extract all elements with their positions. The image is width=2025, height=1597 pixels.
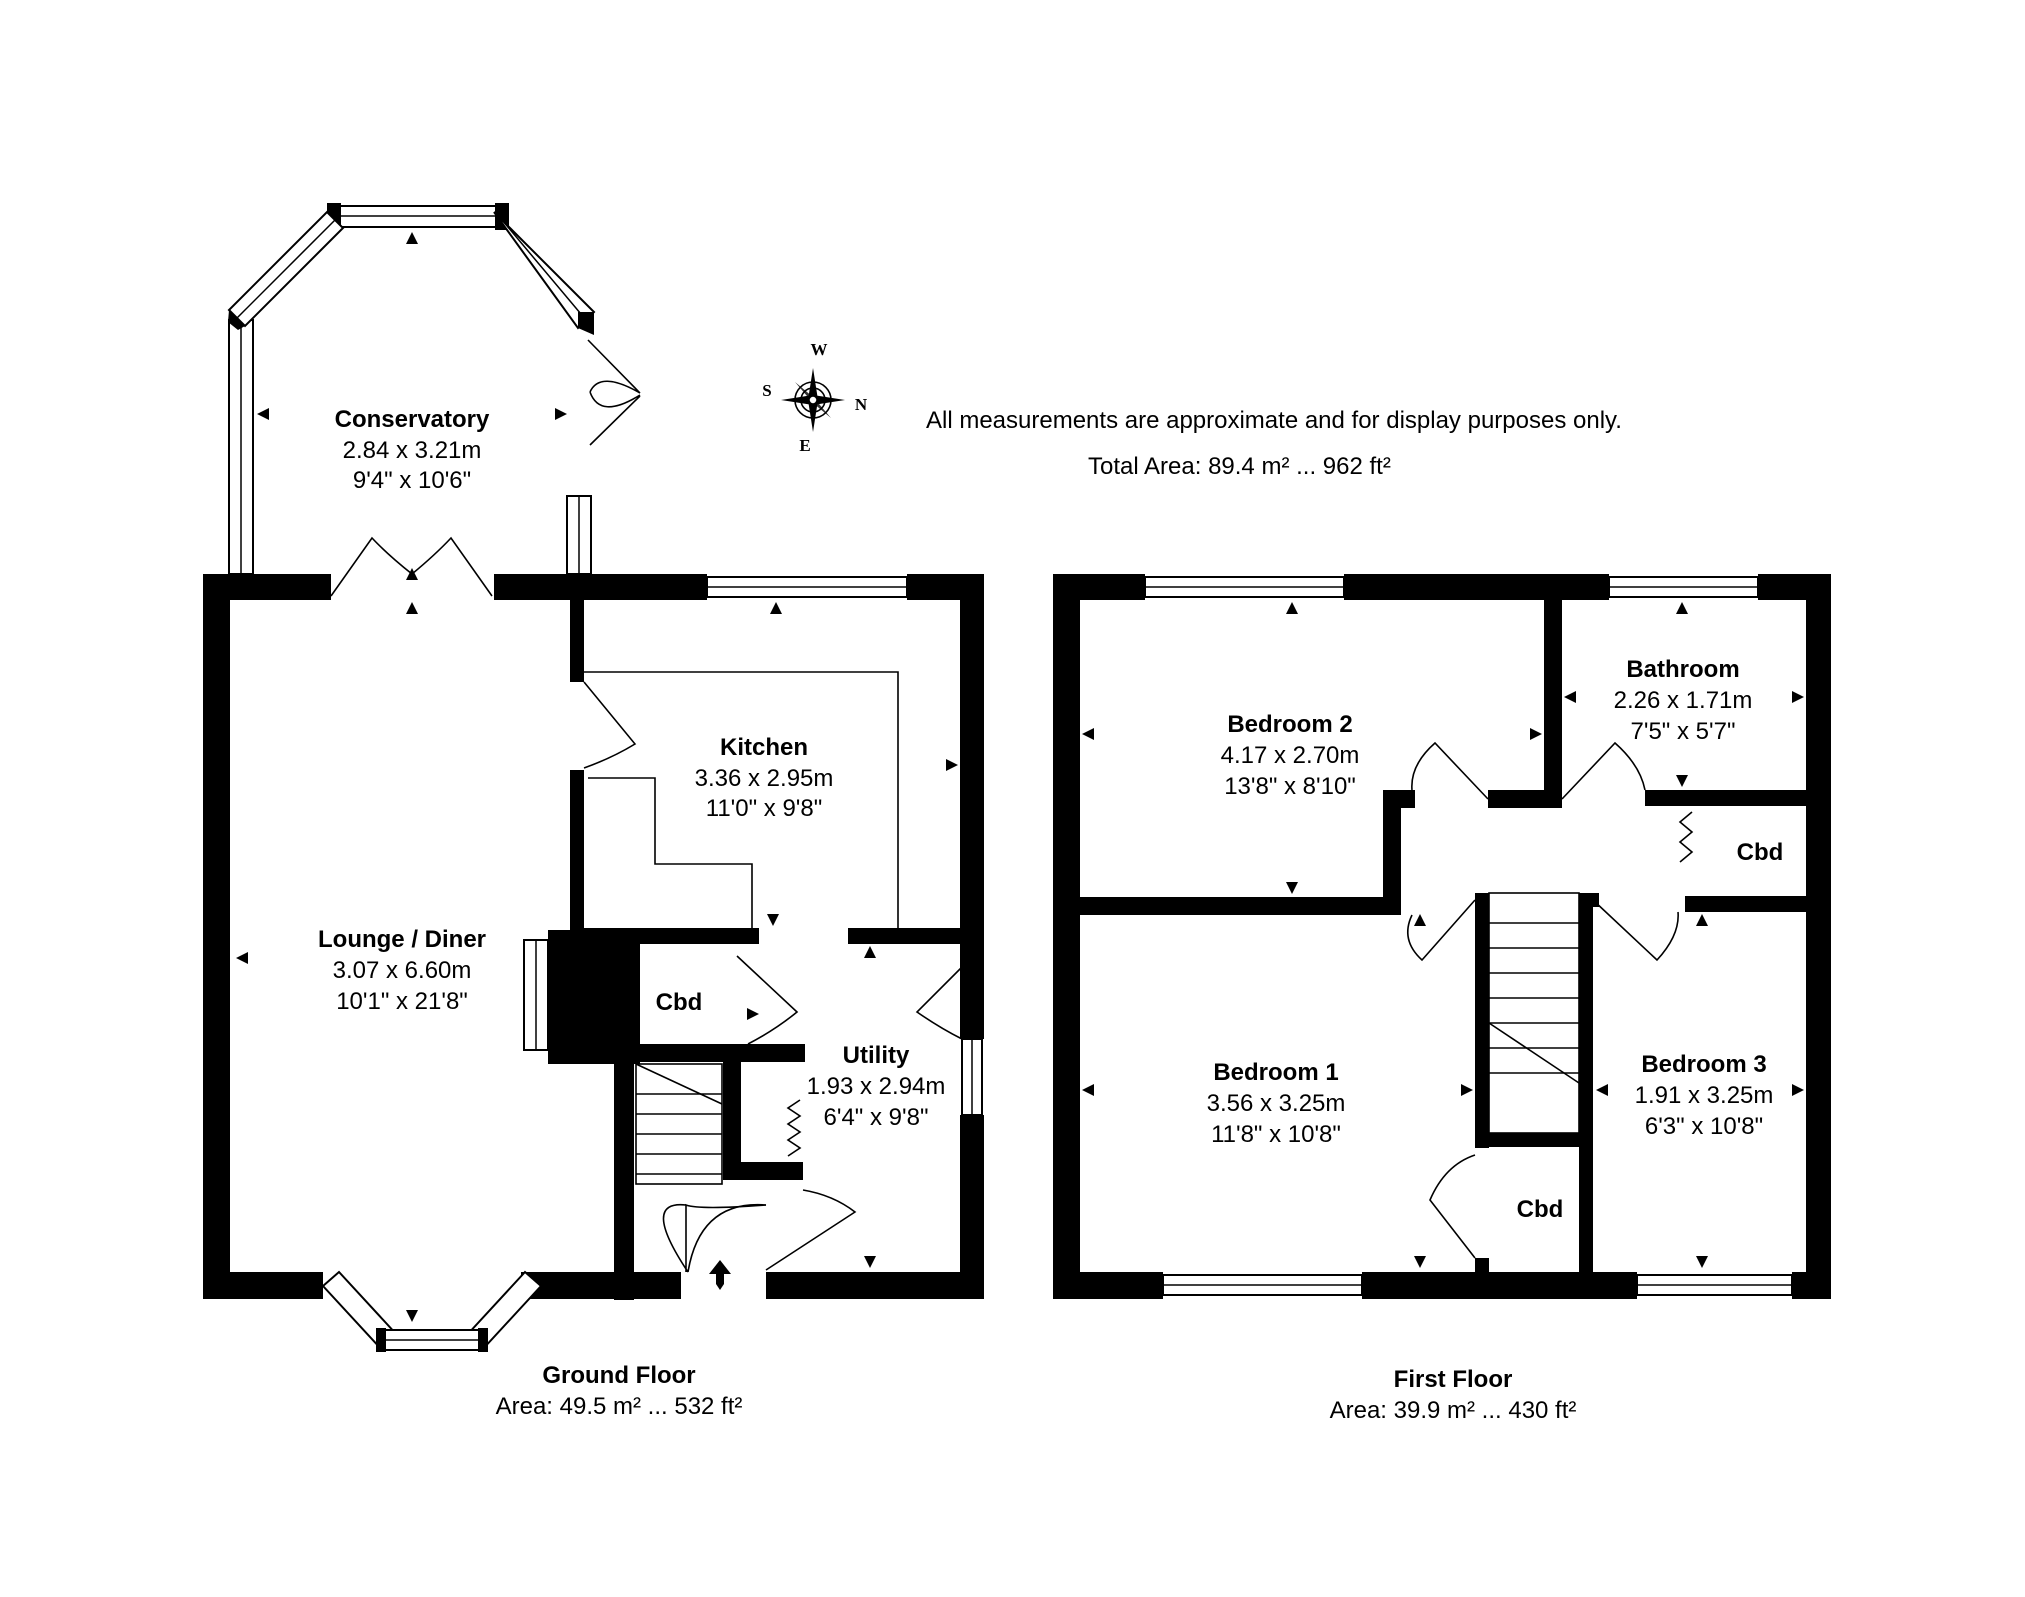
room-name: Conservatory: [335, 406, 490, 433]
room-utility: Utility 1.93 x 2.94m 6'4" x 9'8": [807, 1042, 946, 1131]
room-cbd-bedroom-1: Cbd: [1517, 1196, 1564, 1223]
room-metric: 4.17 x 2.70m: [1221, 742, 1360, 769]
room-cbd-ground: Cbd: [656, 989, 703, 1016]
room-imperial: 9'4" x 10'6": [353, 467, 471, 494]
ground-floor-title: Ground Floor: [542, 1362, 695, 1389]
ground-floor-plan: [203, 203, 984, 1352]
ground-floor-stairs: [635, 1063, 723, 1185]
room-metric: 2.26 x 1.71m: [1614, 687, 1753, 714]
room-bedroom-1: Bedroom 1 3.56 x 3.25m 11'8" x 10'8": [1207, 1059, 1346, 1148]
room-imperial: 10'1" x 21'8": [336, 988, 468, 1015]
room-metric: 3.36 x 2.95m: [695, 765, 834, 792]
room-metric: 1.91 x 3.25m: [1635, 1082, 1774, 1109]
room-name: Kitchen: [720, 734, 808, 761]
first-floor-title: First Floor: [1394, 1366, 1513, 1393]
room-name: Utility: [843, 1042, 910, 1069]
room-name: Lounge / Diner: [318, 926, 486, 953]
room-cbd-landing: Cbd: [1737, 839, 1784, 866]
first-floor-area: Area: 39.9 m² ... 430 ft²: [1330, 1397, 1577, 1424]
room-imperial: 6'3" x 10'8": [1645, 1113, 1763, 1140]
room-bedroom-3: Bedroom 3 1.91 x 3.25m 6'3" x 10'8": [1635, 1051, 1774, 1140]
room-name: Cbd: [656, 989, 703, 1016]
first-floor-plan: [1053, 574, 1831, 1299]
ground-floor-walls: [203, 574, 984, 1300]
first-floor-fixtures: [1488, 811, 1694, 1134]
compass-right-letter: N: [855, 395, 868, 414]
ground-floor-doors: [330, 536, 973, 1273]
ground-floor-windows: [321, 576, 983, 1352]
room-imperial: 11'0" x 9'8": [706, 795, 823, 822]
room-name: Cbd: [1737, 839, 1784, 866]
room-metric: 3.07 x 6.60m: [333, 957, 472, 984]
room-kitchen: Kitchen 3.36 x 2.95m 11'0" x 9'8": [695, 734, 834, 822]
total-area-note: Total Area: 89.4 m² ... 962 ft²: [1088, 453, 1391, 480]
room-imperial: 6'4" x 9'8": [824, 1104, 929, 1131]
room-lounge-diner: Lounge / Diner 3.07 x 6.60m 10'1" x 21'8…: [318, 926, 486, 1015]
room-name: Bedroom 1: [1213, 1059, 1338, 1086]
first-floor-dimension-markers: [1082, 602, 1804, 1268]
compass-left-letter: S: [762, 381, 771, 400]
room-imperial: 11'8" x 10'8": [1211, 1121, 1341, 1148]
ground-floor-area: Area: 49.5 m² ... 532 ft²: [496, 1393, 743, 1420]
room-name: Bedroom 2: [1227, 711, 1352, 738]
room-metric: 3.56 x 3.25m: [1207, 1090, 1346, 1117]
room-metric: 2.84 x 3.21m: [343, 437, 482, 464]
first-floor-stairs: [1488, 892, 1580, 1134]
first-floor-windows: [1144, 576, 1793, 1296]
room-imperial: 13'8" x 8'10": [1224, 773, 1356, 800]
room-bathroom: Bathroom 2.26 x 1.71m 7'5" x 5'7": [1614, 656, 1753, 745]
room-bedroom-2: Bedroom 2 4.17 x 2.70m 13'8" x 8'10": [1221, 711, 1360, 800]
compass-bottom-letter: E: [799, 436, 810, 455]
disclaimer-note: All measurements are approximate and for…: [926, 407, 1622, 434]
room-name: Bathroom: [1626, 656, 1739, 683]
room-name: Bedroom 3: [1641, 1051, 1766, 1078]
room-name: Cbd: [1517, 1196, 1564, 1223]
conservatory-walls: [227, 203, 641, 575]
room-imperial: 7'5" x 5'7": [1631, 718, 1736, 745]
compass-top-letter: W: [811, 340, 828, 359]
room-metric: 1.93 x 2.94m: [807, 1073, 946, 1100]
first-floor-doors: [1406, 741, 1679, 1259]
ground-floor-dimension-markers: [236, 232, 958, 1322]
compass-icon: W N E S: [762, 340, 868, 455]
first-floor-walls: [1053, 574, 1831, 1299]
room-conservatory: Conservatory 2.84 x 3.21m 9'4" x 10'6": [335, 406, 490, 494]
ground-floor-fixtures: [584, 671, 899, 1290]
